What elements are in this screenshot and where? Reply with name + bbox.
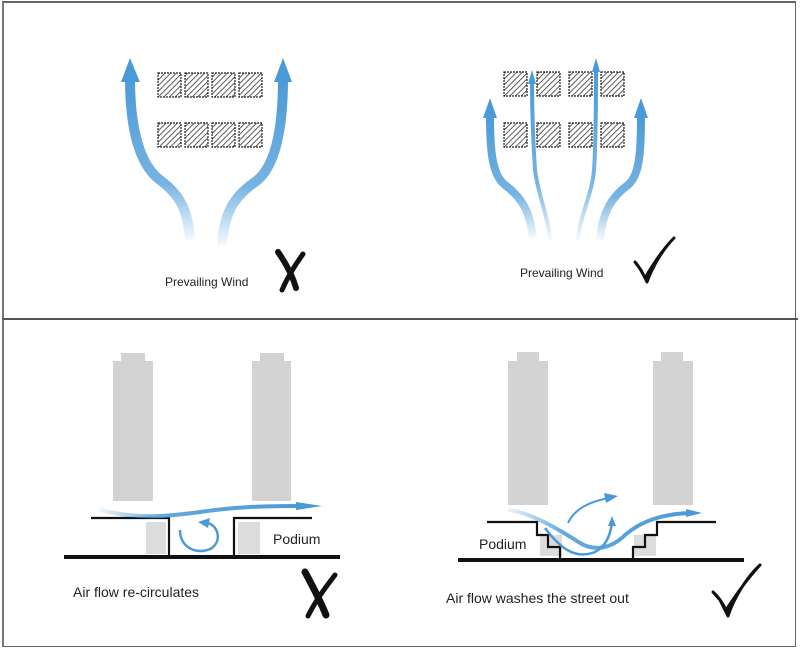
podium-outline — [91, 516, 171, 557]
building-block — [536, 122, 561, 148]
wind-arrow — [483, 98, 537, 239]
wind-arrow — [576, 58, 600, 241]
wind-arrow — [528, 70, 552, 241]
caption-prevailing-wind: Prevailing Wind — [165, 275, 249, 289]
wind-arrow — [121, 58, 195, 241]
caption-recirculates: Air flow re-circulates — [73, 584, 200, 600]
podium-label: Podium — [479, 536, 527, 552]
building-block — [157, 122, 182, 148]
building-block — [211, 72, 236, 98]
panel-divider — [2, 318, 798, 320]
building-block — [503, 122, 528, 148]
building-blocks — [157, 72, 263, 148]
cross-mark-icon — [301, 568, 338, 619]
building-blocks — [503, 71, 625, 148]
wind-arrow — [596, 98, 648, 241]
panel-section-recirculate — [64, 353, 340, 619]
building-block — [600, 71, 625, 97]
tower — [113, 353, 153, 501]
podium-label: Podium — [273, 531, 321, 547]
podium-ghost — [238, 522, 260, 554]
panel-section-washout — [458, 352, 762, 618]
wind-arrow — [544, 516, 616, 556]
podium-outline — [487, 520, 562, 560]
check-mark-icon — [711, 563, 762, 618]
caption-washout: Air flow washes the street out — [446, 590, 629, 606]
building-block — [157, 72, 182, 98]
caption-prevailing-wind: Prevailing Wind — [520, 266, 604, 280]
building-block — [184, 122, 209, 148]
tower — [653, 352, 693, 505]
wind-arrow — [567, 493, 618, 524]
building-block — [536, 71, 561, 97]
podium-outline — [631, 520, 716, 560]
tower — [508, 352, 548, 505]
building-block — [568, 122, 593, 148]
podium-outline — [232, 516, 312, 557]
building-block — [600, 122, 625, 148]
cross-mark-icon — [275, 249, 306, 293]
recirculation-arrow — [178, 518, 220, 553]
building-block — [211, 122, 236, 148]
building-block — [238, 72, 263, 98]
podium-ghost — [540, 535, 562, 556]
building-block — [568, 71, 593, 97]
panel-plan-blocked — [121, 58, 306, 293]
panel-plan-permeable — [483, 58, 676, 284]
wind-arrow — [99, 502, 322, 519]
building-block — [184, 72, 209, 98]
podium-ghost — [146, 522, 166, 554]
tower — [252, 353, 291, 501]
building-block — [238, 122, 263, 148]
wind-arrow — [217, 58, 292, 246]
check-mark-icon — [633, 236, 676, 284]
building-block — [503, 71, 528, 97]
